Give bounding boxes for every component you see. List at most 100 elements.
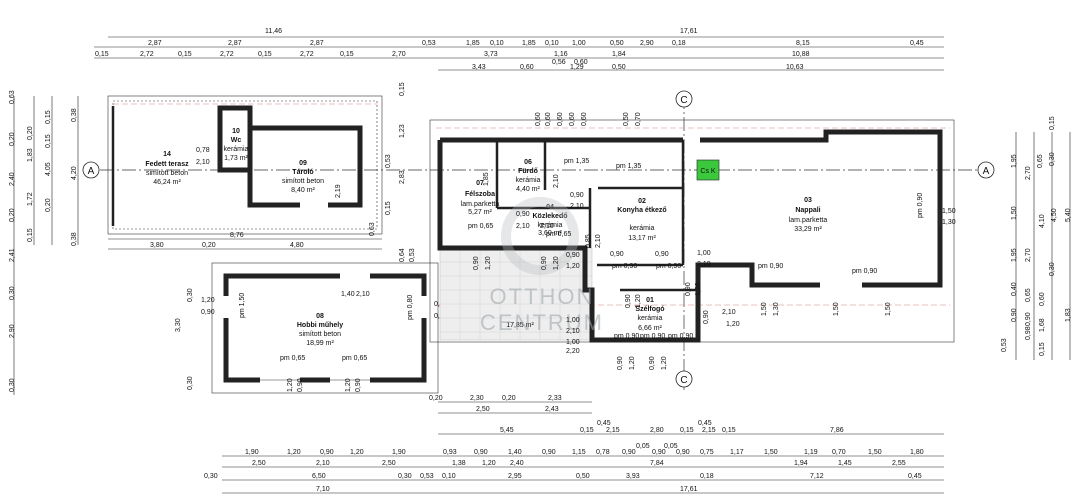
- dim-text: 3,43: [472, 64, 486, 71]
- dim-text: 0,78: [196, 147, 210, 154]
- dim-text: 2,90: [640, 40, 654, 47]
- dim-text: 2,10: [595, 234, 602, 248]
- dim-text: 0,30: [187, 376, 194, 390]
- dim-text: 6,50: [312, 473, 326, 480]
- dim-text: 2,72: [220, 51, 234, 58]
- dim-text: 2,83: [399, 170, 406, 184]
- axis-a-right-marker: [977, 161, 995, 179]
- dim-text: 2,40: [9, 172, 16, 186]
- dim-text: 0,38: [71, 108, 78, 122]
- dim-text: 1,29: [570, 64, 584, 71]
- dim-text: pm 0,90: [758, 263, 783, 270]
- dim-text: 0,15: [580, 427, 594, 434]
- dim-text: 0,75: [700, 449, 714, 456]
- dim-text: 0,90: [297, 378, 304, 392]
- dim-text: 0,90: [1025, 312, 1032, 326]
- dim-text: 17,61: [680, 486, 698, 493]
- dim-text: pm 0,90: [614, 333, 639, 340]
- dim-text: 0,30: [187, 288, 194, 302]
- dim-text: 10,63: [786, 64, 804, 71]
- room-name: Fürdő: [518, 168, 538, 175]
- room-area: 4,40 m²: [516, 186, 540, 193]
- dim-text: pm 0,90: [668, 333, 693, 340]
- room-area: 5,27 m²: [468, 209, 492, 216]
- room-material: lam.parketta: [461, 201, 500, 208]
- dim-text: 2,50: [252, 460, 266, 467]
- room-name: Hobbi műhely: [297, 322, 343, 329]
- dim-text: 2,40: [510, 460, 524, 467]
- dim-text: 1,20: [287, 378, 294, 392]
- room-area: 13,17 m²: [628, 235, 656, 242]
- dim-text: pm 0,90: [852, 268, 877, 275]
- dim-text: 0,90: [1011, 308, 1018, 322]
- room-material: kerámia: [638, 315, 663, 322]
- dim-text: 1,20: [201, 297, 215, 304]
- dim-text: 1,20: [726, 321, 740, 328]
- dim-text: 2,87: [310, 40, 324, 47]
- dim-text: 1,00: [566, 339, 580, 346]
- dim-text: 1,23: [399, 124, 406, 138]
- watermark-line2: CENTRUM: [480, 310, 604, 335]
- right-dimension-lines: [1015, 132, 1071, 360]
- dim-text: 2,15: [702, 427, 716, 434]
- room-id: 02: [638, 198, 646, 205]
- dim-text: 0,90: [320, 449, 334, 456]
- axis-a-left-marker: [82, 161, 100, 179]
- dim-text: pm 0,90: [917, 193, 924, 218]
- dim-text: 4,05: [45, 162, 52, 176]
- dim-text: 1,40: [341, 291, 355, 298]
- dim-text: 0,90: [570, 192, 584, 199]
- dim-text: 0,53: [422, 40, 436, 47]
- dim-text: 2,87: [228, 40, 242, 47]
- dim-text: 1,20: [482, 460, 496, 467]
- dim-text: 5,40: [1065, 208, 1072, 222]
- dim-text: 0,90: [473, 256, 480, 270]
- dim-text: 1,00: [572, 40, 586, 47]
- room-material: kerámia: [630, 225, 655, 232]
- dim-text: 1,95: [1011, 248, 1018, 262]
- dim-text: 0,60: [520, 64, 534, 71]
- dim-text: pm 1,35: [564, 158, 589, 165]
- room-name: Fedett terasz: [145, 161, 189, 168]
- dim-text: 1,20: [695, 282, 702, 296]
- house-interior-dims: 0,60 0,60 0,60 0,60 0,60 0,50 0,70 pm 1,…: [468, 112, 956, 370]
- dim-text: 1,68: [1039, 318, 1046, 332]
- dim-text: 0,20: [9, 208, 16, 222]
- dim-text: 1,20: [485, 256, 492, 270]
- dim-text: 0,18: [700, 473, 714, 480]
- dim-text: 2,72: [300, 51, 314, 58]
- dim-text: 0,30: [398, 473, 412, 480]
- dim-text: 1,30: [773, 302, 780, 316]
- dim-text: 1,50: [833, 302, 840, 316]
- dim-text: 0,20: [502, 395, 516, 402]
- dim-text: 0,60: [574, 59, 588, 66]
- dim-text: 0,70: [832, 449, 846, 456]
- dim-text: 0,15: [258, 51, 272, 58]
- dim-text: 0,60: [535, 112, 542, 126]
- dim-text: 0,90: [685, 282, 692, 296]
- dim-text: 0,20: [45, 198, 52, 212]
- dim-text: 0,90: [625, 294, 632, 308]
- dim-text: 1,15: [572, 449, 586, 456]
- dim-text: pm 0,65: [342, 355, 367, 362]
- dim-text: 2,10: [316, 460, 330, 467]
- top-dimension-lines: [94, 36, 944, 71]
- dim-text: 0,30: [1049, 152, 1056, 166]
- dim-text: 7,84: [650, 460, 664, 467]
- watermark-line1: OTTHON: [490, 284, 595, 309]
- dim-text: 0,15: [1049, 116, 1056, 130]
- dim-text: 17,61: [680, 28, 698, 35]
- dim-text: 0,90: [652, 449, 666, 456]
- dim-text: 1,50: [764, 449, 778, 456]
- terrace-vertical-dims: 0,15 1,23 0,53 0,15 0,64 0,53 2,83 2,19 …: [335, 82, 416, 262]
- dim-text: 0,38: [71, 232, 78, 246]
- dim-text: 0,63: [369, 222, 376, 236]
- dim-text: 0,50: [576, 473, 590, 480]
- dim-text: 1,90: [392, 449, 406, 456]
- boiler-label: Cs K: [700, 168, 716, 175]
- dim-text: 1,83: [27, 148, 34, 162]
- dim-text: 1,85: [522, 40, 536, 47]
- dim-text: 0,90: [542, 449, 556, 456]
- dim-text: 0,30: [204, 473, 218, 480]
- room-id: 09: [299, 160, 307, 167]
